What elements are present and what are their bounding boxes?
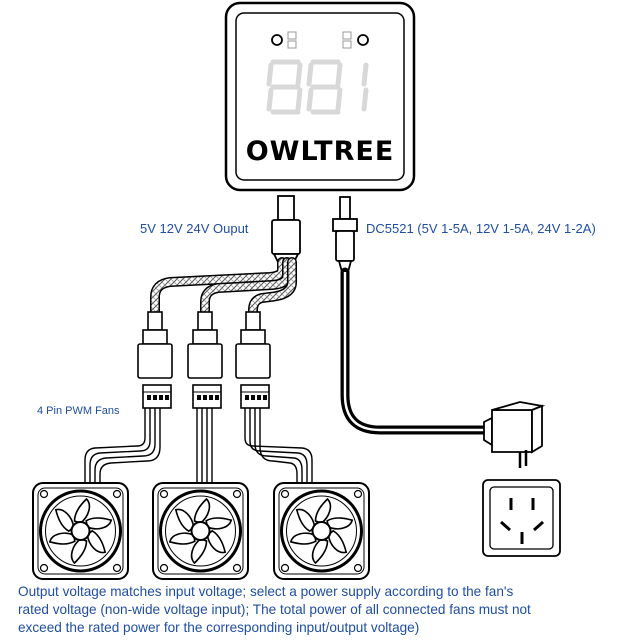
seven-segment-display xyxy=(266,59,369,115)
power-adapter xyxy=(483,401,546,468)
led-indicator-icon xyxy=(271,34,283,46)
note-line: exceed the rated power for the correspon… xyxy=(18,620,420,635)
output-label: 5V 12V 24V Ouput xyxy=(140,221,249,236)
fan-connectors xyxy=(137,311,271,409)
braided-cable xyxy=(150,257,297,328)
fan-icon xyxy=(32,482,129,580)
input-label: DC5521 (5V 1-5A, 12V 1-5A, 24V 1-2A) xyxy=(366,221,596,236)
pwm-connector xyxy=(187,311,223,409)
usb-connector xyxy=(271,195,301,263)
mode-symbol-icon xyxy=(342,31,352,49)
pwm-connector xyxy=(137,311,173,409)
led-indicator-icon xyxy=(357,34,369,46)
note-text: Output voltage matches input voltage; se… xyxy=(18,583,628,637)
brand-logo: OWLTREE xyxy=(246,136,395,167)
note-line: Output voltage matches input voltage; se… xyxy=(18,584,514,599)
pwm-connector xyxy=(235,311,271,409)
dc-barrel-plug xyxy=(332,196,358,273)
power-cable xyxy=(340,267,489,435)
fans-label: 4 Pin PWM Fans xyxy=(37,405,120,417)
fan-icon xyxy=(152,482,249,580)
fans xyxy=(32,482,370,580)
fan-controller: OWLTREE xyxy=(224,1,416,192)
mode-symbol-icon xyxy=(287,31,297,49)
fan-icon xyxy=(273,482,370,580)
note-line: rated voltage (non-wide voltage input); … xyxy=(18,602,531,617)
fan-wires xyxy=(84,408,313,483)
wall-outlet xyxy=(482,479,561,557)
